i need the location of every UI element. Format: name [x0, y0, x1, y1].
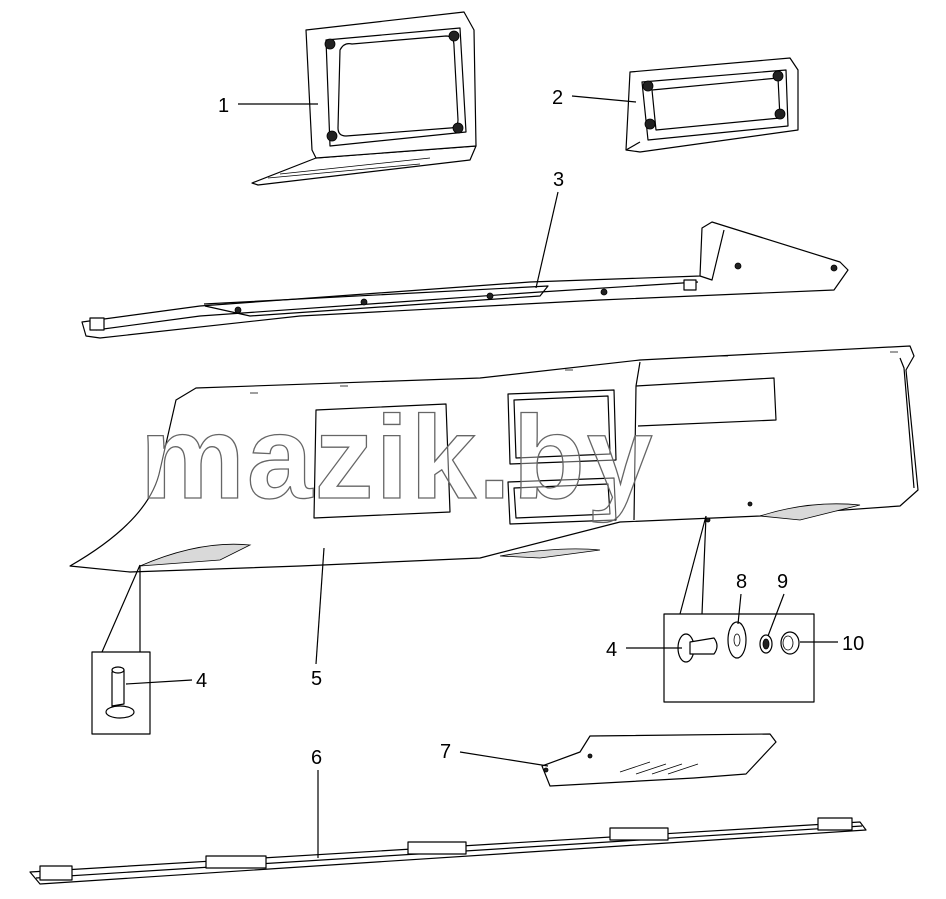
- callout-7: 7: [440, 741, 451, 763]
- callout-labels: 1 2 3 4 5 6 7 4 8 9 10: [196, 87, 864, 769]
- callout-8: 8: [736, 571, 747, 593]
- callout-5: 5: [311, 668, 322, 690]
- watermark-text: mazik.by: [140, 392, 654, 524]
- part-3-long-bracket: [81, 221, 849, 339]
- callout-1: 1: [218, 95, 229, 117]
- callout-2: 2: [552, 87, 563, 109]
- part-6-rail: [29, 817, 867, 885]
- part-2-small-frame: [625, 57, 799, 153]
- detail-box-right: [663, 515, 815, 703]
- callout-10: 10: [842, 633, 864, 655]
- callout-4-left: 4: [196, 670, 207, 692]
- detail-box-left: [91, 564, 151, 735]
- part-1-frame-bracket: [251, 11, 477, 186]
- callout-3: 3: [553, 169, 564, 191]
- callout-4-right: 4: [606, 639, 617, 661]
- leader-lines: [125, 95, 838, 858]
- part-5-dashboard-panel: [69, 345, 919, 573]
- callout-9: 9: [777, 571, 788, 593]
- part-7-plate: [541, 733, 777, 787]
- callout-6: 6: [311, 747, 322, 769]
